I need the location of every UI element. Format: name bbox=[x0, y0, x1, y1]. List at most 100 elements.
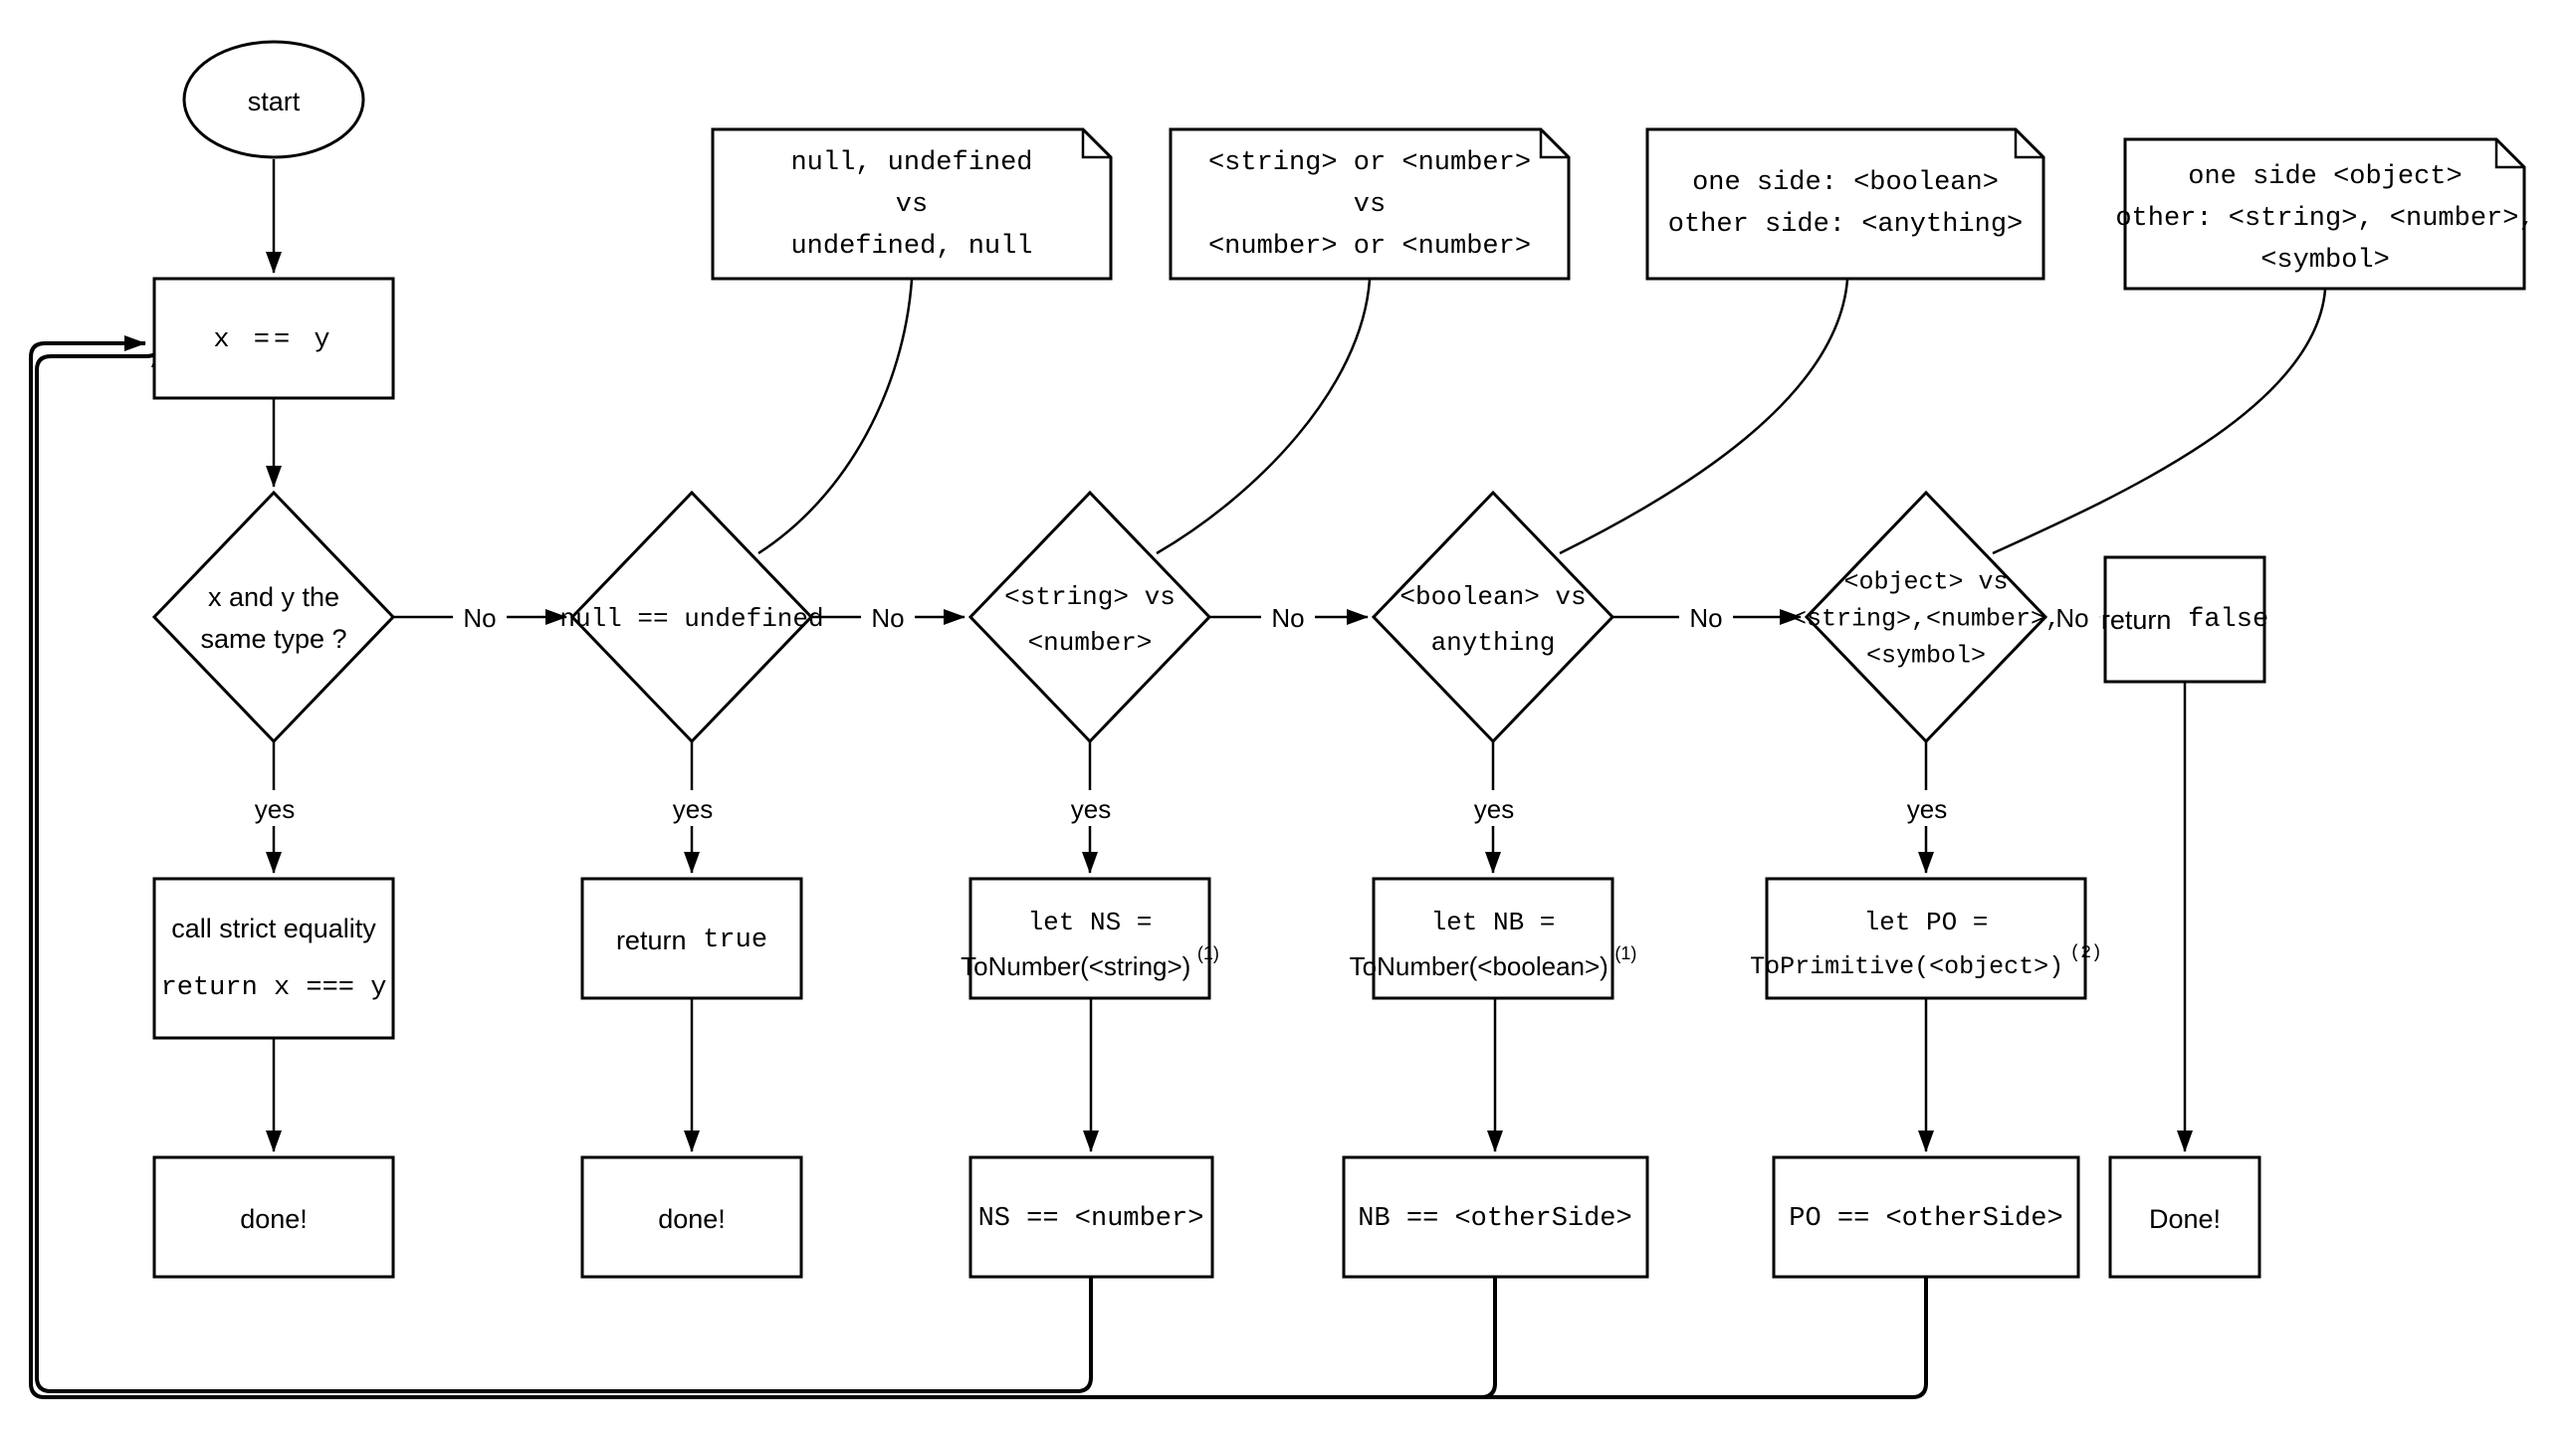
yes-label: yes bbox=[673, 794, 713, 824]
result-rect bbox=[580, 1155, 803, 1279]
action-rect bbox=[152, 877, 395, 1040]
note-connectors bbox=[757, 279, 2327, 555]
result-rect bbox=[968, 1155, 1214, 1279]
note-shape bbox=[1169, 127, 1571, 281]
return-false-label: return false bbox=[2101, 605, 2268, 635]
footnote-sup: (2) bbox=[2069, 943, 2101, 963]
yes-label-bg bbox=[662, 790, 724, 826]
result-ns-compare: NS == <number> bbox=[968, 1155, 1214, 1279]
note-fold bbox=[2494, 139, 2524, 169]
result-rect bbox=[2108, 1155, 2261, 1279]
xy-box: x == y bbox=[152, 277, 395, 400]
yes-label: yes bbox=[1907, 794, 1947, 824]
note-fold bbox=[1539, 129, 1569, 159]
decision-null-undefined: null == undefined bbox=[559, 490, 824, 744]
result-rect bbox=[1342, 1155, 1649, 1279]
decision-line: same type ? bbox=[200, 624, 346, 654]
result-done-final: Done! bbox=[2108, 1155, 2261, 1279]
result-label: NS == <number> bbox=[978, 1204, 1204, 1234]
return-true-label: return true bbox=[616, 925, 767, 955]
result-label: Done! bbox=[2149, 1204, 2221, 1234]
return-keyword: return bbox=[2101, 605, 2172, 635]
loopback-ns bbox=[35, 345, 1093, 1393]
yes-label-bg bbox=[1463, 790, 1525, 826]
no-label-bg bbox=[453, 599, 507, 635]
yes-label: yes bbox=[255, 794, 295, 824]
note-shape bbox=[711, 127, 1113, 281]
result-done-2: done! bbox=[580, 1155, 803, 1279]
note-line: vs bbox=[896, 190, 928, 220]
decision-line: <boolean> vs bbox=[1399, 582, 1586, 612]
action-return-true: return true bbox=[580, 877, 803, 1000]
action-rect bbox=[580, 877, 803, 1000]
note-line: other side: <anything> bbox=[1668, 210, 2023, 240]
xy-label: x == y bbox=[213, 325, 333, 355]
footnote-sup: (1) bbox=[1197, 943, 1219, 963]
footnote-sup: (1) bbox=[1614, 943, 1636, 963]
action-rect bbox=[968, 877, 1211, 1000]
edge-label-layer: No No No No No yes yes yes yes yes bbox=[244, 599, 2099, 826]
tonumber-call: ToNumber(<string>) bbox=[961, 951, 1190, 981]
no-label-bg bbox=[1679, 599, 1733, 635]
xy-rect bbox=[152, 277, 395, 400]
note2-connector bbox=[1156, 279, 1372, 555]
result-label: done! bbox=[240, 1204, 308, 1234]
action-tonumber-boolean: let NB = ToNumber(<boolean>) (1) bbox=[1350, 877, 1637, 1000]
result-po-compare: PO == <otherSide> bbox=[1772, 1155, 2080, 1279]
result-rect bbox=[152, 1155, 395, 1279]
diamond bbox=[151, 490, 396, 744]
decision-line: <number> bbox=[1028, 628, 1153, 658]
yes-label: yes bbox=[1474, 794, 1514, 824]
action-rect bbox=[1372, 877, 1614, 1000]
diamond bbox=[569, 490, 814, 744]
decision-line: <string> vs bbox=[1004, 582, 1176, 612]
result-done-1: done! bbox=[152, 1155, 395, 1279]
decision-line: x and y the bbox=[208, 582, 339, 612]
action-line1: let PO = bbox=[1864, 908, 1989, 937]
decision-same-type: x and y the same type ? bbox=[151, 490, 396, 744]
action-line1: call strict equality bbox=[171, 914, 376, 943]
decision-line: <string>,<number>, bbox=[1792, 605, 2060, 634]
result-rect bbox=[1772, 1155, 2080, 1279]
note-fold bbox=[1081, 129, 1111, 159]
loopback-connectors bbox=[29, 335, 1928, 1399]
note4-connector bbox=[1992, 289, 2327, 555]
action-line2: ToNumber(<string>) (1) bbox=[961, 943, 1219, 981]
decision-line: <object> vs bbox=[1843, 568, 2008, 597]
note-object-primitives: one side <object> other: <string>, <numb… bbox=[2115, 137, 2535, 291]
decision-boolean-vs-anything: <boolean> vs anything bbox=[1371, 490, 1615, 744]
yes-label: yes bbox=[1071, 794, 1111, 824]
action-line1: let NB = bbox=[1431, 908, 1556, 937]
no-label: No bbox=[2055, 603, 2088, 633]
diamond bbox=[1371, 490, 1615, 744]
note-string-number: <string> or <number> vs <number> or <num… bbox=[1169, 127, 1571, 281]
note-line: one side <object> bbox=[2188, 162, 2462, 192]
diamond bbox=[1804, 490, 2048, 744]
return-keyword: return bbox=[616, 925, 687, 955]
action-tonumber-string: let NS = ToNumber(<string>) (1) bbox=[961, 877, 1219, 1000]
no-label: No bbox=[871, 603, 904, 633]
false-code: false bbox=[2188, 605, 2268, 635]
tonumber-call: ToNumber(<boolean>) bbox=[1350, 951, 1609, 981]
result-label: done! bbox=[658, 1204, 726, 1234]
action-line2: ToNumber(<boolean>) (1) bbox=[1350, 943, 1637, 981]
action-toprimitive-object: let PO = ToPrimitive(<object>) (2) bbox=[1750, 877, 2102, 1000]
decision-string-vs-number: <string> vs <number> bbox=[967, 490, 1212, 744]
yes-label-bg bbox=[1896, 790, 1958, 826]
no-label: No bbox=[463, 603, 496, 633]
start-ellipse bbox=[182, 40, 365, 159]
note-line: undefined, null bbox=[790, 232, 1032, 262]
toprimitive-call: ToPrimitive(<object>) bbox=[1750, 952, 2063, 981]
note-boolean-anything: one side: <boolean> other side: <anythin… bbox=[1645, 127, 2045, 281]
note3-connector bbox=[1559, 279, 1849, 555]
note-null-undefined: null, undefined vs undefined, null bbox=[711, 127, 1113, 281]
note-line: <symbol> bbox=[2260, 246, 2390, 276]
loopback-nb bbox=[29, 335, 1497, 1399]
result-nb-compare: NB == <otherSide> bbox=[1342, 1155, 1649, 1279]
note-line: vs bbox=[1354, 190, 1386, 220]
true-code: true bbox=[703, 925, 767, 955]
decision-line: null == undefined bbox=[559, 604, 823, 634]
start-node: start bbox=[182, 40, 365, 159]
note-line: <string> or <number> bbox=[1208, 148, 1531, 178]
